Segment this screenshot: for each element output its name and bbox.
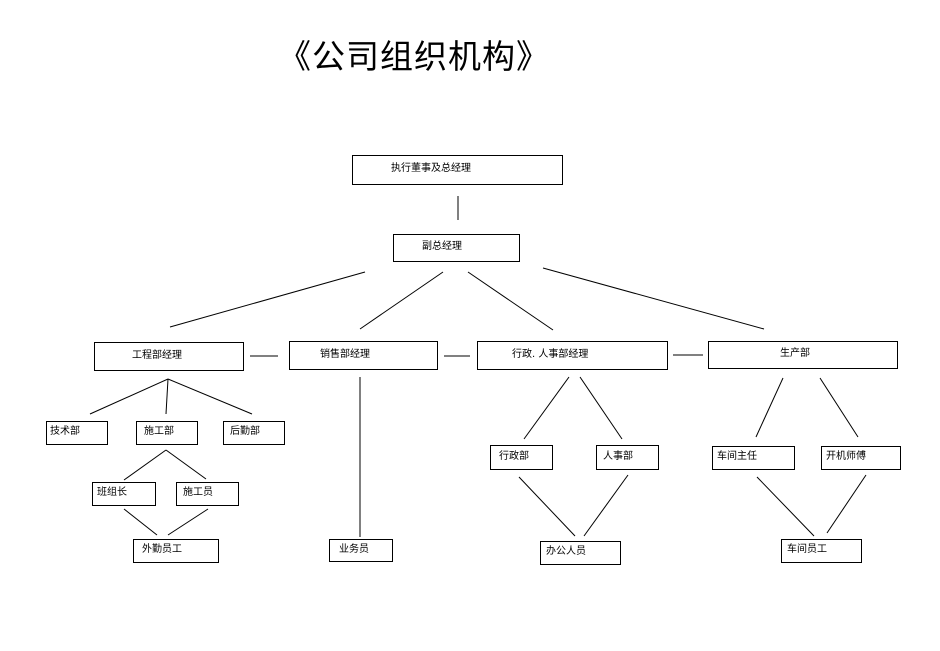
node-team-leader: 班组长 [92, 482, 156, 506]
node-vp-label: 副总经理 [422, 241, 462, 252]
line-admindept-office [518, 476, 576, 537]
node-constructor: 施工员 [176, 482, 239, 506]
line-vp-eng [169, 271, 366, 328]
node-exec-label: 执行董事及总经理 [391, 163, 471, 174]
node-eng-manager-label: 工程部经理 [132, 349, 182, 361]
node-workshop-director-label: 车间主任 [717, 451, 757, 462]
node-admin-dept: 行政部 [490, 445, 553, 470]
line-eng-construction [165, 378, 169, 415]
node-team-leader-label: 班组长 [97, 487, 127, 498]
node-workshop-staff: 车间员工 [781, 539, 862, 563]
node-workshop-staff-label: 车间员工 [787, 544, 827, 555]
line-prod-director [755, 377, 784, 438]
line-operator-staff [826, 474, 867, 534]
node-vp: 副总经理 [393, 234, 520, 262]
node-outside-staff: 外勤员工 [133, 539, 219, 563]
node-hr-dept-label: 人事部 [603, 450, 633, 462]
node-office-staff-label: 办公人员 [546, 546, 586, 557]
node-constructor-label: 施工员 [183, 487, 213, 498]
line-eng-logistics [167, 378, 253, 415]
node-logistics: 后勤部 [223, 421, 285, 445]
line-construction-teamleader [123, 449, 167, 481]
line-teamleader-outside [123, 508, 158, 536]
node-salesperson-label: 业务员 [339, 543, 369, 555]
node-tech: 技术部 [46, 421, 108, 445]
line-vp-production [542, 267, 765, 330]
node-admin-hr-manager-label: 行政. 人事部经理 [512, 348, 589, 360]
chart-title: 《公司组织机构》 [278, 37, 550, 76]
line-construction-constructor [165, 449, 207, 480]
line-hrdept-office [583, 474, 629, 537]
line-admin-admindept [523, 376, 570, 440]
node-salesperson: 业务员 [329, 539, 393, 562]
node-workshop-director: 车间主任 [712, 446, 795, 470]
node-logistics-label: 后勤部 [230, 426, 260, 437]
node-production-label: 生产部 [780, 348, 810, 359]
node-sales-manager-label: 销售部经理 [320, 348, 370, 360]
node-machine-operator: 开机师傅 [821, 446, 901, 470]
node-exec: 执行董事及总经理 [352, 155, 563, 185]
node-sales-manager: 销售部经理 [289, 341, 438, 370]
line-admin-hrdept [579, 376, 623, 440]
node-admin-hr-manager: 行政. 人事部经理 [477, 341, 668, 370]
node-hr-dept: 人事部 [596, 445, 659, 470]
line-director-staff [756, 476, 815, 537]
node-construction: 施工部 [136, 421, 198, 445]
node-eng-manager: 工程部经理 [94, 342, 244, 371]
node-machine-operator-label: 开机师傅 [826, 451, 866, 462]
line-vp-admin [467, 271, 554, 331]
node-office-staff: 办公人员 [540, 541, 621, 565]
node-construction-label: 施工部 [144, 426, 174, 437]
node-outside-staff-label: 外勤员工 [142, 544, 182, 555]
node-tech-label: 技术部 [50, 426, 80, 437]
node-admin-dept-label: 行政部 [499, 450, 529, 462]
line-eng-tech [89, 378, 169, 415]
line-prod-operator [819, 377, 859, 438]
line-vp-sales [359, 271, 444, 330]
node-production: 生产部 [708, 341, 898, 369]
line-constructor-outside [167, 508, 209, 536]
